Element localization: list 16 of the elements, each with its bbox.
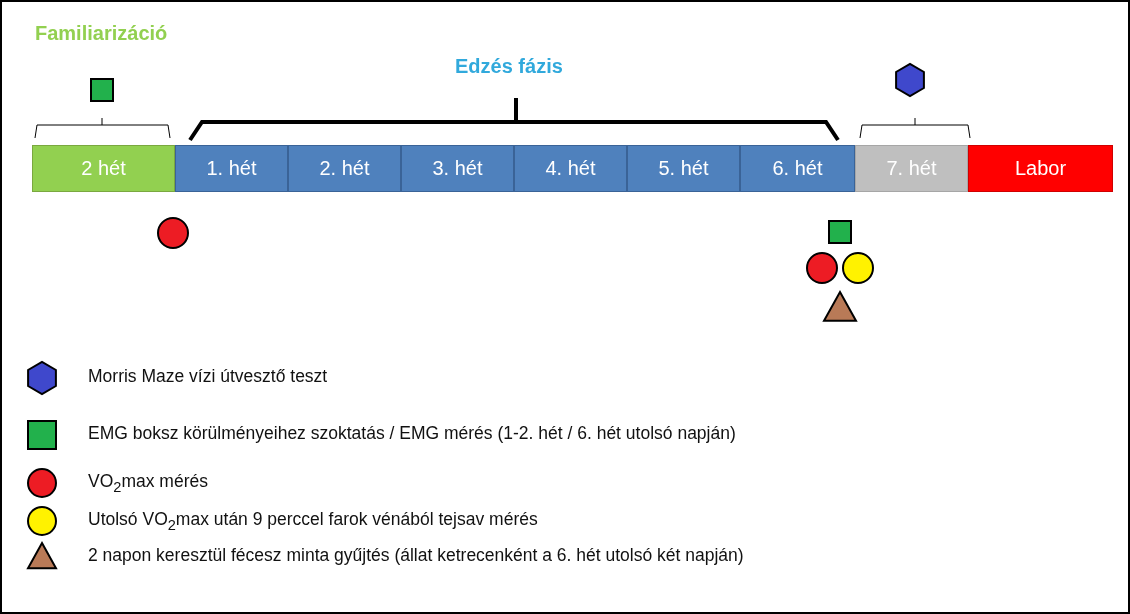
timeline-segment: 3. hét xyxy=(401,145,514,192)
timeline-segment: 7. hét xyxy=(855,145,968,192)
legend-text: 2 napon keresztül fécesz minta gyűjtés (állat ketrecenként a 6. hét utolsó két napján) xyxy=(88,545,744,566)
timeline-segment: 2 hét xyxy=(32,145,175,192)
legend-text: VO$_{2}$max mérés xyxy=(88,471,208,495)
timeline-segment: 6. hét xyxy=(740,145,855,192)
phase-label: Edzés fázis xyxy=(455,55,563,78)
legend-text: Utolsó VO$_{2}$max után 9 perccel farok vénából tejsav mérés xyxy=(88,509,538,533)
legend-text: EMG boksz körülményeihez szoktatás / EMG mérés (1-2. hét / 6. hét utolsó napján) xyxy=(88,423,736,444)
phase-label: Familiarizáció xyxy=(35,22,168,45)
timeline-segment: 4. hét xyxy=(514,145,627,192)
timeline-segment: Labor xyxy=(968,145,1113,192)
timeline-segment: 1. hét xyxy=(175,145,288,192)
timeline-segment: 2. hét xyxy=(288,145,401,192)
legend-text: Morris Maze vízi útvesztő teszt xyxy=(88,366,328,387)
timeline-segment: 5. hét xyxy=(627,145,740,192)
